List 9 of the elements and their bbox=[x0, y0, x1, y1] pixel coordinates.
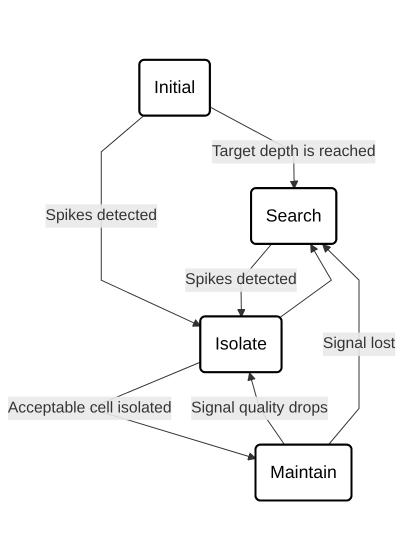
arrow bbox=[279, 244, 332, 318]
edge-label: Target depth is reached bbox=[212, 142, 376, 160]
arrow bbox=[322, 244, 360, 446]
edge-label: Signal lost bbox=[322, 335, 396, 352]
edge-label: Acceptable cell isolated bbox=[8, 399, 172, 416]
arrow bbox=[100, 115, 202, 327]
edge-label: Spikes detected bbox=[185, 271, 297, 288]
edge-label: Signal quality drops bbox=[191, 399, 328, 416]
edge-label: Spikes detected bbox=[46, 207, 158, 224]
